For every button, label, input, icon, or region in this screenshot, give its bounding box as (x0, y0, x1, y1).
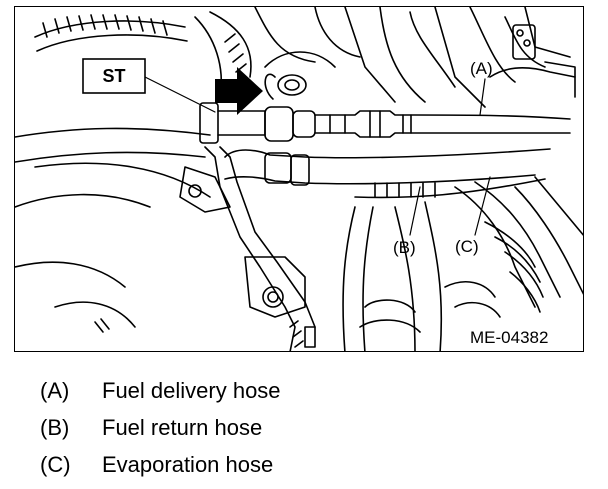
figure-id: ME-04382 (470, 328, 548, 347)
legend-item: (B) Fuel return hose (40, 415, 580, 452)
legend-text: Evaporation hose (102, 452, 274, 477)
mounting-bracket (179, 146, 316, 351)
legend-item: (A) Fuel delivery hose (40, 378, 580, 415)
lower-components (304, 176, 583, 351)
legend-item: (C) Evaporation hose (40, 452, 580, 489)
legend-key: (A) (40, 378, 70, 403)
arrow-icon (215, 67, 263, 115)
illustration-frame: ST (A) (B) (C) ME-04382 (14, 6, 584, 352)
callout-c: (C) (455, 237, 479, 256)
callout-a: (A) (470, 59, 493, 78)
mounting-bolt (264, 73, 307, 100)
fuel-return-hose (224, 148, 551, 199)
legend-text: Fuel delivery hose (102, 378, 281, 403)
body-panel (15, 127, 211, 333)
engine-bay-illustration: ST (A) (B) (C) ME-04382 (15, 7, 583, 351)
wiring-harness (34, 11, 252, 98)
callout-b: (B) (393, 238, 416, 257)
legend: (A) Fuel delivery hose (B) Fuel return h… (40, 378, 580, 489)
legend-key: (B) (40, 415, 70, 440)
legend-key: (C) (40, 452, 71, 477)
engine-background (254, 7, 576, 108)
tool-label: ST (102, 66, 125, 86)
callout-leaders (144, 76, 491, 236)
tool-label-box (82, 58, 146, 94)
fuel-delivery-hose (314, 110, 571, 138)
legend-text: Fuel return hose (102, 415, 263, 440)
tool-st (199, 102, 316, 144)
